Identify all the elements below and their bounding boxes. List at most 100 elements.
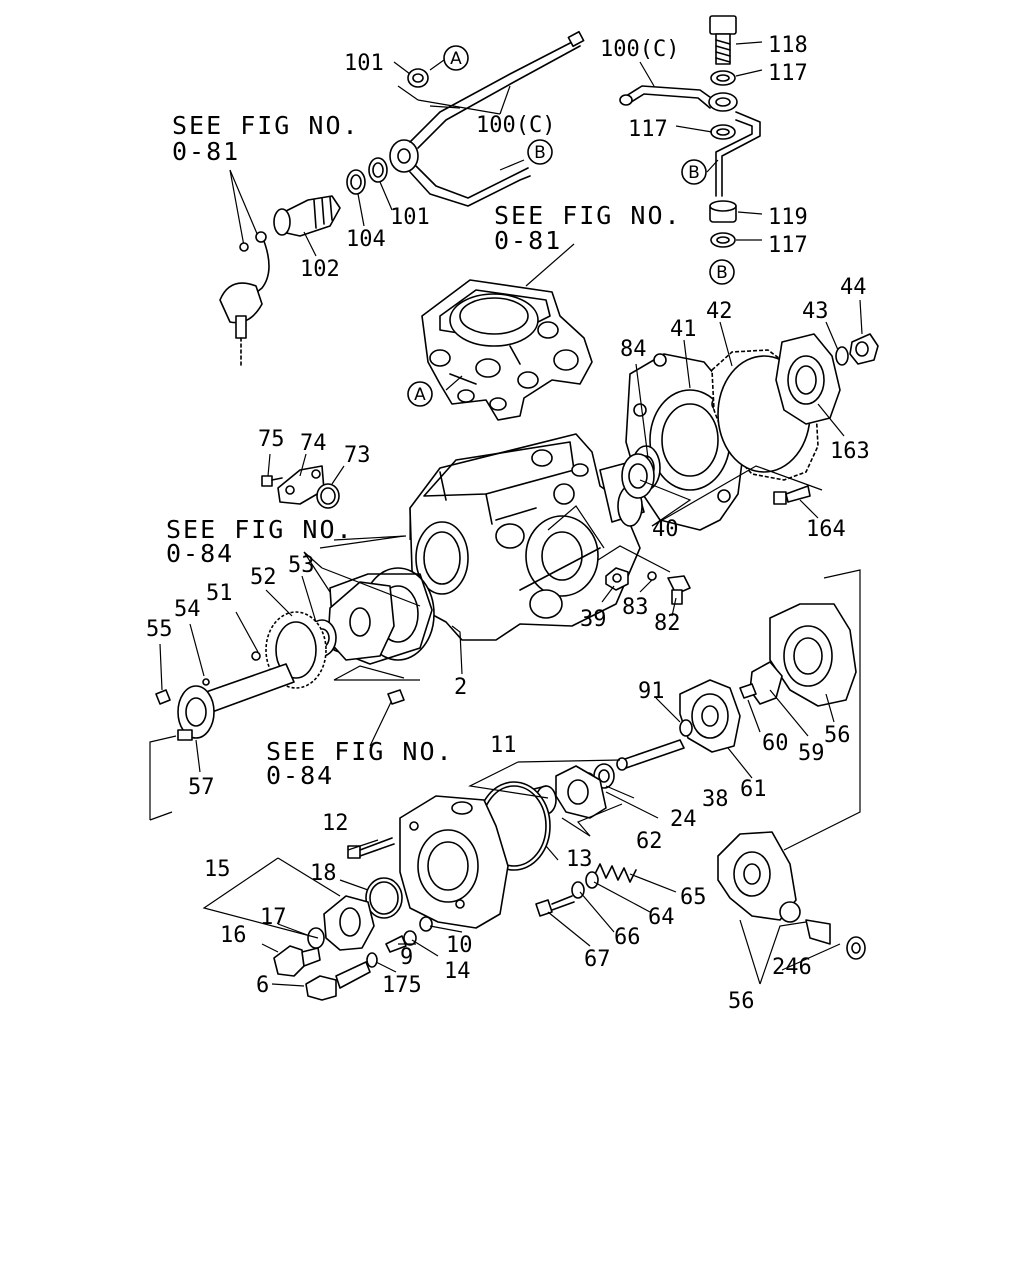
part-label: 39	[580, 607, 607, 632]
part-label: 119	[768, 205, 808, 230]
drive-shaft	[202, 651, 295, 713]
reference-figure: 0-81	[172, 137, 240, 166]
washer-101-lower	[368, 157, 388, 183]
callout-letter: B	[534, 143, 546, 163]
part-label: 42	[706, 299, 733, 324]
part-label: 117	[628, 117, 668, 142]
governor-weight-56	[769, 603, 857, 707]
bolt-67	[535, 895, 575, 917]
pump-housing	[409, 433, 645, 641]
reference-note-3: SEE FIG NO. 0-84	[166, 515, 354, 568]
fitting-15	[323, 895, 375, 951]
part-label: 17	[260, 905, 287, 930]
bolt-164	[773, 485, 811, 505]
part-label: 40	[652, 517, 679, 542]
part-label: 44	[840, 275, 867, 300]
shaft-38	[616, 739, 685, 771]
nut-44	[849, 333, 879, 365]
part-label: 24	[670, 807, 697, 832]
screw-9	[385, 935, 407, 953]
callout-letter: B	[688, 163, 700, 183]
part-label: 66	[614, 925, 641, 950]
part-label: 12	[322, 811, 349, 836]
plug-16	[273, 945, 321, 977]
part-label: 84	[620, 337, 647, 362]
reference-text: SEE FIG NO.	[166, 515, 354, 544]
callout-a-top: A	[443, 45, 469, 71]
part-label: 10	[446, 933, 473, 958]
screw-60	[739, 683, 757, 699]
screw-small	[387, 689, 405, 705]
o-ring-73	[316, 483, 340, 509]
part-label: 15	[204, 857, 231, 882]
callout-b-bottom: B	[709, 259, 735, 285]
part-label: 55	[146, 617, 173, 642]
part-label: 104	[346, 227, 386, 252]
part-label: 53	[288, 553, 315, 578]
washer-104	[346, 169, 366, 195]
part-label: 64	[648, 905, 675, 930]
part-label: 91	[638, 679, 665, 704]
part-label: 51	[206, 581, 233, 606]
carrier-61	[679, 679, 741, 753]
part-label: 52	[250, 565, 277, 590]
reference-text: SEE FIG NO.	[494, 201, 682, 230]
shaft-end-57	[177, 685, 215, 741]
callout-b-right: B	[681, 159, 707, 185]
hub-163	[775, 333, 841, 425]
o-ring-18	[365, 877, 403, 919]
part-label: 83	[622, 595, 649, 620]
callout-a-housing: A	[407, 381, 433, 407]
screw-75	[261, 475, 283, 487]
washer-66	[571, 881, 585, 899]
seal-175	[366, 952, 378, 968]
part-label: 117	[768, 233, 808, 258]
part-leaders	[149, 41, 863, 987]
part-label: 62	[636, 829, 663, 854]
part-label: 101	[344, 51, 384, 76]
part-label: 60	[762, 731, 789, 756]
fitting-6	[305, 961, 371, 1001]
part-label: 75	[258, 427, 285, 452]
reference-figure: 0-81	[494, 226, 562, 255]
part-label: 41	[670, 317, 697, 342]
part-label: 54	[174, 597, 201, 622]
key-55	[155, 689, 171, 705]
bolt-82-and-parts	[605, 567, 691, 605]
reference-text: SEE FIG NO.	[172, 111, 360, 140]
part-label: 175	[382, 973, 422, 998]
part-label: 246	[772, 955, 812, 980]
part-label: 67	[584, 947, 611, 972]
part-label: 11	[490, 733, 517, 758]
part-label: 117	[768, 61, 808, 86]
reference-note-4: SEE FIG NO. 0-84	[266, 737, 454, 790]
reference-figure: 0-84	[166, 539, 234, 568]
part-label: 65	[680, 885, 707, 910]
part-number-labels: 101 100(C) 101 104 102 100(C) 118 117 11…	[146, 33, 870, 1014]
callout-letter: A	[450, 49, 462, 69]
part-label: 13	[566, 847, 593, 872]
banjo-bolt-stack	[708, 15, 738, 248]
part-label: 102	[300, 257, 340, 282]
distributor-head	[399, 795, 509, 929]
reference-note-1: SEE FIG NO. 0-81	[172, 111, 360, 166]
part-label: 61	[740, 777, 767, 802]
washer-101-upper	[407, 68, 429, 88]
reference-text: SEE FIG NO.	[266, 737, 454, 766]
part-label: 16	[220, 923, 247, 948]
part-label: 56	[824, 723, 851, 748]
pipe-100c-right	[619, 85, 761, 197]
upper-housing	[421, 279, 593, 421]
solenoid-assembly	[219, 195, 341, 367]
callout-letter: B	[716, 263, 728, 283]
part-label: 6	[256, 973, 269, 998]
part-label: 56	[728, 989, 755, 1014]
washer-64	[585, 871, 599, 889]
bolt-12	[347, 837, 395, 859]
callout-b-left: B	[527, 139, 553, 165]
part-label: 43	[802, 299, 829, 324]
spring-65	[593, 863, 637, 883]
washer-43	[835, 346, 849, 366]
